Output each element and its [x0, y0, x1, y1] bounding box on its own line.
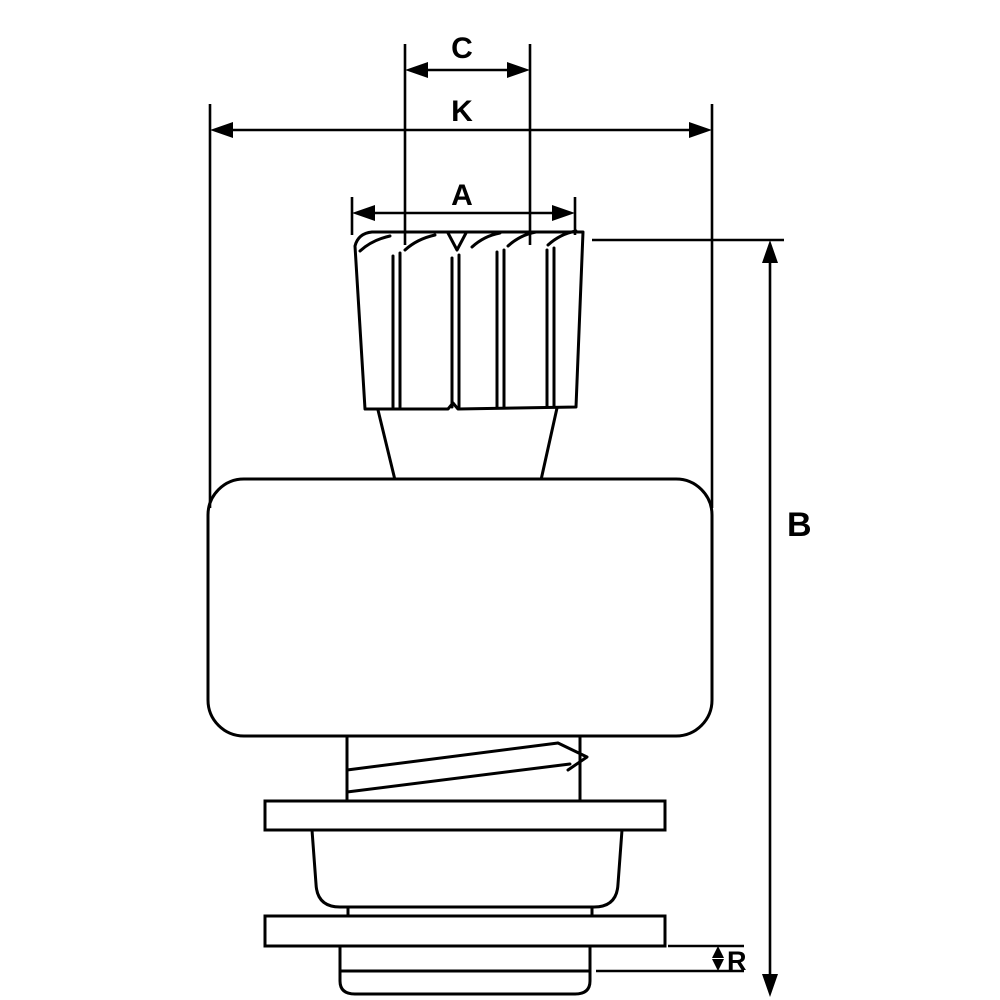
pinion-gear-outline	[353, 230, 585, 411]
clutch-body	[206, 477, 714, 738]
spline-shaft	[345, 734, 589, 803]
dim-label-k: K	[451, 95, 473, 128]
dimension-c: C	[403, 32, 532, 245]
dim-label-a: A	[451, 179, 473, 212]
dimension-c-lines	[403, 44, 532, 245]
dimension-a: A	[350, 179, 577, 235]
dimension-k-lines	[208, 104, 714, 508]
lower-flange	[263, 914, 667, 948]
dimension-a-arrowheads	[352, 205, 575, 221]
bottom-hub	[338, 944, 592, 996]
collar	[310, 828, 624, 909]
dimension-r: R	[596, 944, 747, 976]
dim-label-r: R	[727, 946, 747, 976]
gear-teeth-lines	[391, 246, 556, 409]
neck-lines	[376, 406, 559, 482]
dimension-b-lines	[592, 238, 784, 974]
dimension-k: K	[208, 95, 714, 508]
dim-label-c: C	[451, 32, 473, 65]
dimension-r-arrowheads	[712, 946, 724, 971]
gear-tooth-facets	[358, 229, 578, 253]
upper-flange	[263, 799, 667, 832]
dim-label-b: B	[787, 506, 812, 544]
part-drawing	[206, 229, 714, 996]
dimension-r-lines	[596, 944, 744, 973]
dimension-a-lines	[350, 197, 577, 235]
dimension-b: B	[592, 238, 812, 997]
